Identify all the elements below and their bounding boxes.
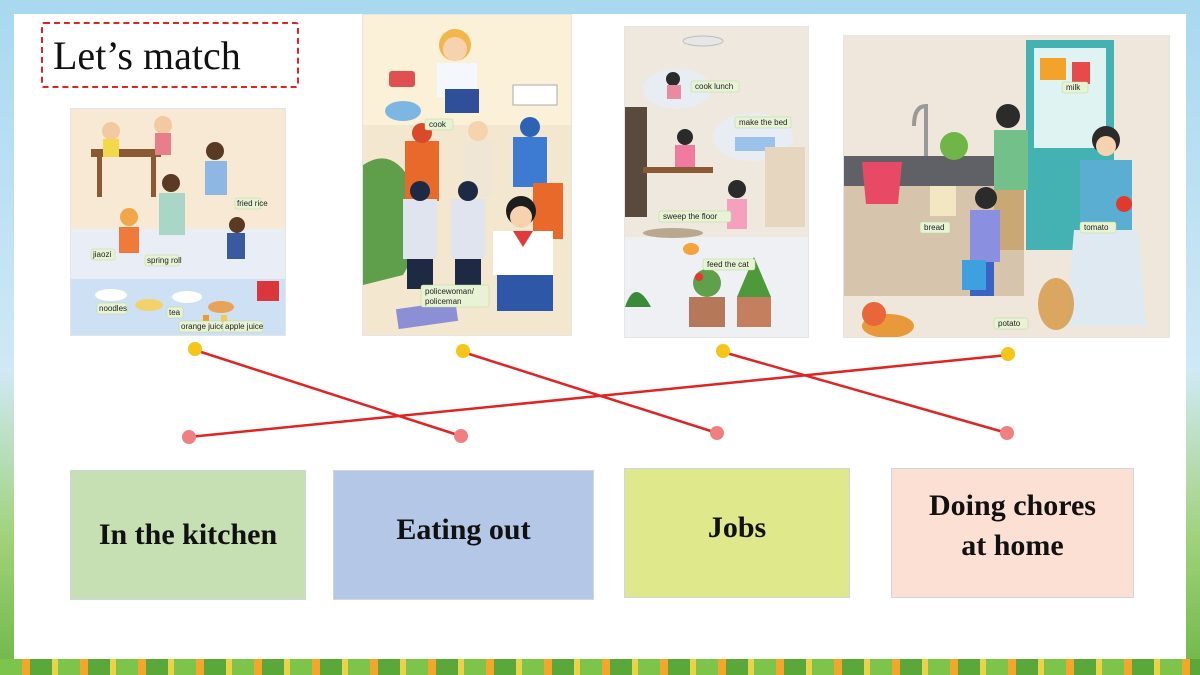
bottom-dot-3[interactable] bbox=[710, 426, 724, 440]
label-spring-roll: spring roll bbox=[147, 256, 182, 265]
label-milk: milk bbox=[1066, 83, 1081, 92]
label-tomato: tomato bbox=[1084, 223, 1109, 232]
match-line-chores bbox=[722, 350, 1008, 435]
card-in-the-kitchen[interactable]: In the kitchen bbox=[70, 470, 306, 600]
label-sweep-the-floor: sweep the floor bbox=[663, 212, 718, 221]
label-tea: tea bbox=[169, 308, 181, 317]
match-line-jobs bbox=[462, 350, 718, 435]
card-label-line-1: Doing chores bbox=[929, 488, 1096, 522]
card-label: Jobs bbox=[707, 510, 767, 544]
page-title: Let’s match bbox=[53, 32, 241, 78]
card-label: Doing chores at home bbox=[929, 486, 1096, 567]
label-fried-rice: fried rice bbox=[237, 199, 268, 208]
picture-chores[interactable]: cook lunch make the bed sweep the floor … bbox=[624, 26, 809, 338]
label-policewoman: policewoman/ bbox=[425, 287, 475, 296]
card-doing-chores[interactable]: Doing chores at home bbox=[891, 468, 1134, 598]
label-bread: bread bbox=[924, 223, 944, 232]
card-label: Eating out bbox=[396, 512, 531, 546]
label-noodles: noodles bbox=[99, 304, 127, 313]
top-dot-3[interactable] bbox=[716, 344, 730, 358]
label-potato: potato bbox=[998, 319, 1021, 328]
top-dot-1[interactable] bbox=[188, 342, 202, 356]
bottom-dot-1[interactable] bbox=[182, 430, 196, 444]
title-box: Let’s match bbox=[41, 22, 299, 88]
label-feed-the-cat: feed the cat bbox=[707, 260, 750, 269]
label-cook: cook bbox=[429, 120, 447, 129]
bottom-dot-4[interactable] bbox=[1000, 426, 1014, 440]
label-make-the-bed: make the bed bbox=[739, 118, 787, 127]
card-label: In the kitchen bbox=[98, 517, 278, 551]
label-policeman: policeman bbox=[425, 297, 461, 306]
label-cook-lunch: cook lunch bbox=[695, 82, 733, 91]
card-jobs[interactable]: Jobs bbox=[624, 468, 850, 598]
match-line-eating-out bbox=[194, 348, 462, 438]
label-orange-juice: orange juice bbox=[181, 322, 225, 331]
top-dot-2[interactable] bbox=[456, 344, 470, 358]
bottom-dot-2[interactable] bbox=[454, 429, 468, 443]
picture-kitchen[interactable]: milk bread tomato potato bbox=[843, 35, 1170, 338]
card-eating-out[interactable]: Eating out bbox=[333, 470, 594, 600]
match-line-kitchen bbox=[188, 353, 1009, 439]
card-label-line-2: at home bbox=[961, 529, 1064, 562]
label-apple-juice: apple juice bbox=[225, 322, 264, 331]
label-jiaozi: jiaozi bbox=[92, 250, 111, 259]
top-dot-4[interactable] bbox=[1001, 347, 1015, 361]
picture-eating-out[interactable]: fried rice jiaozi spring roll noodles te… bbox=[70, 108, 286, 336]
picture-jobs[interactable]: cook policewoman/ policeman bbox=[362, 14, 572, 336]
grass-flower-border bbox=[0, 659, 1200, 675]
